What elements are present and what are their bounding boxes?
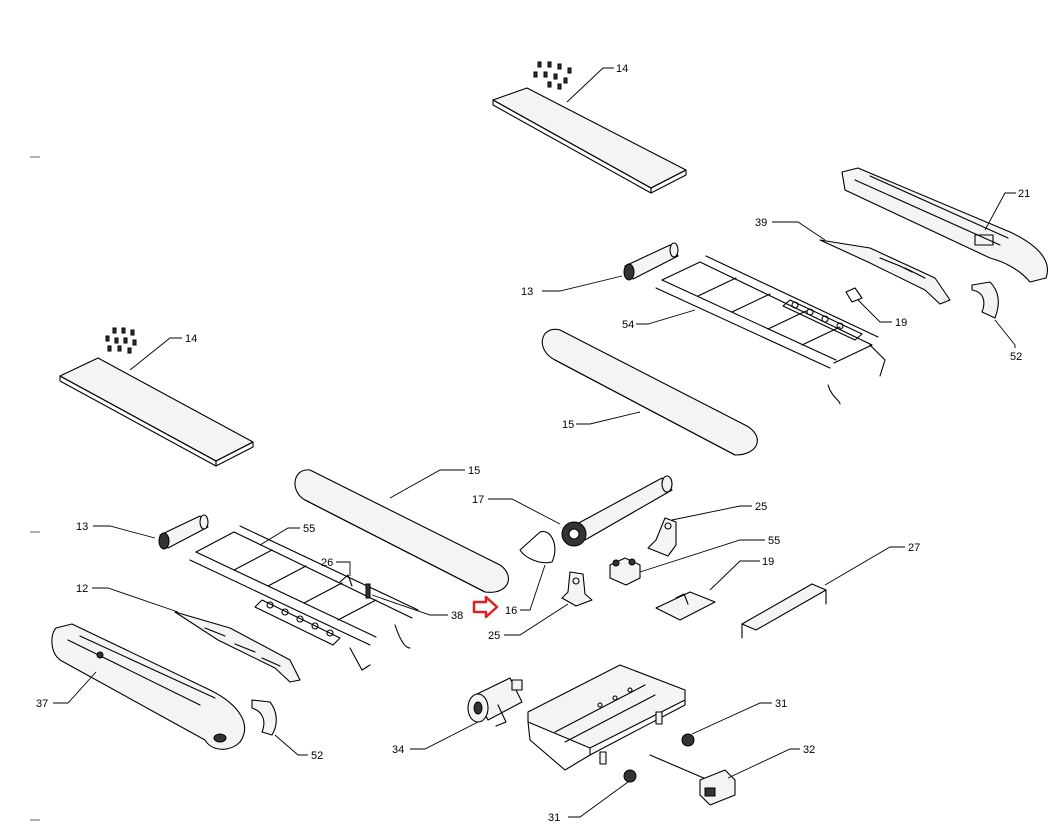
callout-29: 27 [908,542,920,554]
leader-29 [824,546,905,586]
sensor-bracket-32 [649,754,736,806]
belt-15-upper [541,328,758,456]
callout-34: 34 [392,744,404,756]
callout-25-upper: 25 [755,501,767,513]
end-cap-right [971,281,999,319]
roller-13-upper [623,242,679,281]
cover-plate-top [492,61,687,194]
leader-32 [727,748,800,779]
bracket-29 [741,583,827,639]
callout-31-upper: 31 [775,698,787,710]
leader-16 [520,564,546,611]
leader-14b [129,337,182,371]
bracket-25-lower [561,571,593,607]
callout-32: 32 [803,744,815,756]
side-cover-right [841,167,1048,283]
callout-39: 39 [755,217,767,229]
motor-34 [467,677,523,727]
callout-52-left: 52 [311,750,323,762]
leader-13a [542,275,623,292]
leader-26 [639,539,765,573]
callout-15-upper: 15 [562,419,574,431]
callout-12: 12 [76,583,88,595]
callout-19-right: 19 [895,317,907,329]
leader-17 [488,498,561,525]
frame-54 [655,255,886,405]
callout-14-left: 14 [185,333,197,345]
leader-15a [576,411,641,425]
leader-13b [93,525,156,539]
roller-13-left [158,514,209,550]
callout-13-upper: 13 [521,286,533,298]
leader-31b [568,781,629,818]
handrail-39 [819,239,951,305]
leader-54 [636,309,696,325]
callout-17: 17 [472,494,484,506]
callout-38: 38 [451,610,463,622]
callout-16: 16 [505,605,517,617]
callout-21: 21 [1018,188,1030,200]
leader-52b [274,734,308,756]
drive-roller-17 [561,475,673,547]
leader-52a [994,319,1016,348]
leader-15b [389,469,465,499]
leader-37 [53,671,97,704]
foot-31-lower [623,769,637,783]
guard-38 [365,583,371,599]
leader-34 [410,721,479,750]
bracket-25-upper [647,517,677,557]
frame-55 [189,525,419,671]
handrail-12 [174,611,301,683]
leader-19a [857,299,892,323]
leader-39 [772,221,826,241]
clip-19-right [845,287,863,303]
base-pan [527,664,686,771]
belt-15-lower [294,469,509,593]
leader-21 [984,192,1016,231]
callout-15-lower: 15 [468,465,480,477]
leader-12 [92,587,179,613]
foot-31-upper [681,733,695,747]
leader-19b [336,561,351,576]
leader-14a [566,67,614,103]
clip-19-left [339,574,353,587]
callout-13-left: 13 [76,521,88,533]
end-cap-left [251,699,277,736]
callout-31-lower: 31 [548,812,560,824]
side-cover-left [51,623,246,750]
callout-37: 37 [36,698,48,710]
leader-25b [504,603,569,636]
callout-55: 55 [303,523,315,535]
drive-belt-16 [519,530,556,564]
leader-27 [709,560,760,591]
highlight-arrow-icon [472,595,499,619]
leader-25a [671,505,752,521]
leader-55 [259,527,300,546]
cover-plate-left [59,327,254,467]
callout-25-lower: 25 [488,630,500,642]
leader-38 [371,594,448,616]
controller-plate-27 [655,591,716,621]
callout-14-top: 14 [616,63,628,75]
leader-31a [691,702,772,735]
callout-54: 54 [622,319,634,331]
callout-52-right: 52 [1010,351,1022,363]
clamp-26 [609,557,641,586]
callout-19-left: 26 [321,557,333,569]
callout-27: 19 [762,556,774,568]
callout-26: 55 [768,535,780,547]
